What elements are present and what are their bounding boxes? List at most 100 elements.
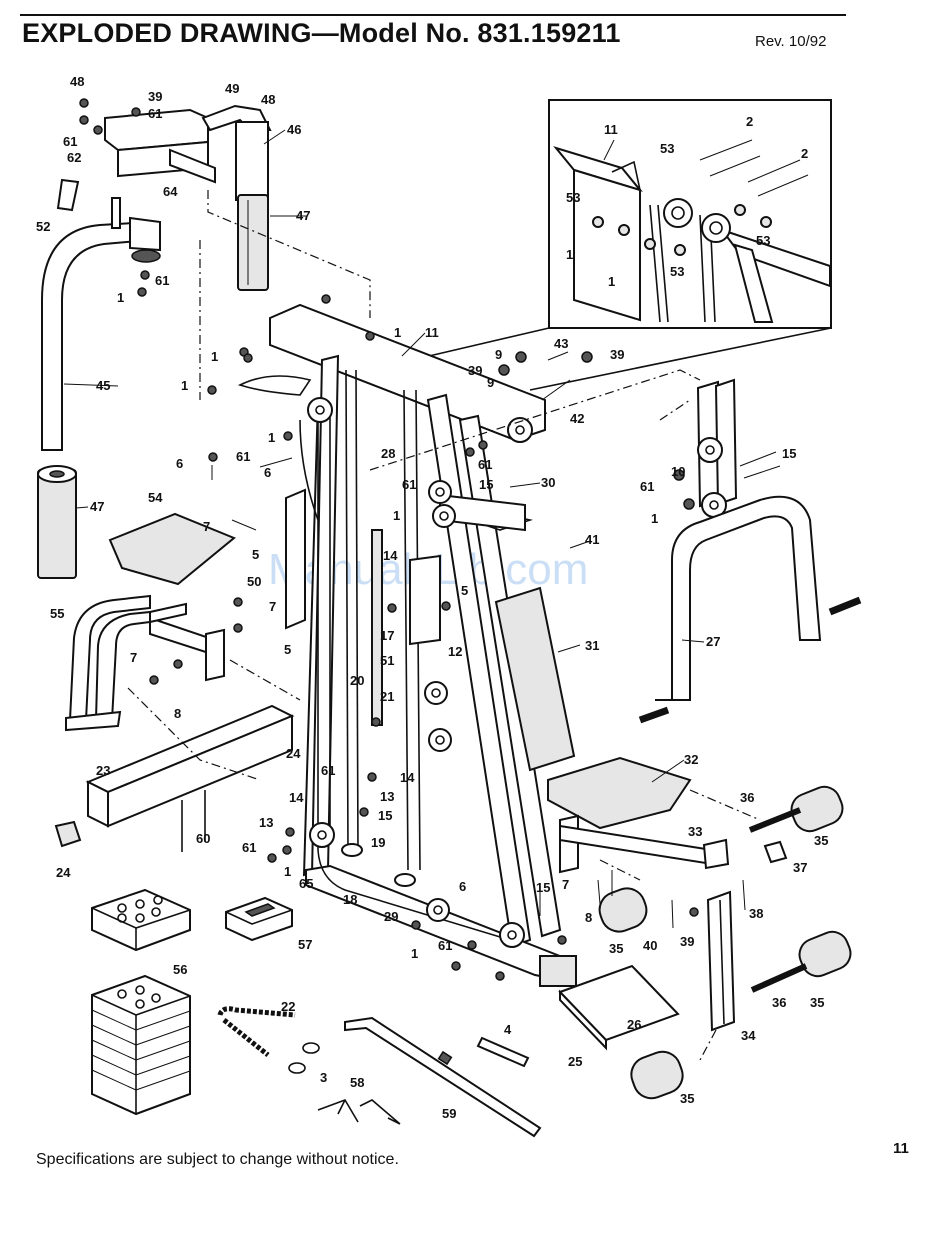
part-label: 62 [67, 150, 81, 165]
part-label: 1 [608, 274, 615, 289]
part-label: 36 [740, 790, 754, 805]
part-label: 27 [706, 634, 720, 649]
part-label: 24 [56, 865, 71, 880]
part-label: 2 [801, 146, 808, 161]
part-label: 40 [643, 938, 657, 953]
right-assembly [494, 378, 862, 1100]
part-label: 14 [289, 790, 304, 805]
part-label: 7 [203, 519, 210, 534]
part-label: 2 [746, 114, 753, 129]
part-label: 39 [610, 347, 624, 362]
part-label: 10 [671, 464, 685, 479]
part-label: 35 [810, 995, 824, 1010]
part-label: 5 [284, 642, 291, 657]
part-label: 48 [261, 92, 275, 107]
part-label: 26 [627, 1017, 641, 1032]
part-label: 54 [148, 490, 163, 505]
part-labels: 48 39 49 61 61 62 48 46 47 52 64 61 1 45… [36, 74, 828, 1121]
part-label: 61 [155, 273, 169, 288]
part-label: 15 [536, 880, 550, 895]
part-label: 9 [495, 347, 502, 362]
part-label: 29 [384, 909, 398, 924]
part-label: 1 [268, 430, 275, 445]
part-label: 35 [814, 833, 828, 848]
main-frame [199, 240, 701, 987]
leader-lines [63, 129, 705, 783]
part-label: 6 [176, 456, 183, 471]
part-label: 1 [211, 349, 218, 364]
part-label: 53 [670, 264, 684, 279]
part-label: 38 [749, 906, 763, 921]
part-label: 22 [281, 999, 295, 1014]
part-label: 35 [609, 941, 623, 956]
part-label: 1 [394, 325, 401, 340]
part-label: 65 [299, 876, 313, 891]
part-label: 61 [438, 938, 452, 953]
part-label: 23 [96, 763, 110, 778]
part-label: 61 [402, 477, 416, 492]
part-label: 61 [478, 457, 492, 472]
part-label: 35 [680, 1091, 694, 1106]
loose-parts [217, 1006, 542, 1138]
weight-stack [91, 888, 293, 1116]
part-label: 17 [380, 628, 394, 643]
part-label: 31 [585, 638, 599, 653]
part-label: 33 [688, 824, 702, 839]
part-label: 58 [350, 1075, 364, 1090]
part-label: 43 [554, 336, 568, 351]
page-number: 11 [893, 1140, 909, 1157]
part-label: 34 [741, 1028, 756, 1043]
part-label: 11 [604, 122, 618, 137]
part-label: 53 [566, 190, 580, 205]
header-rule [20, 14, 846, 16]
part-label: 19 [371, 835, 385, 850]
part-label: 13 [380, 789, 394, 804]
part-label: 32 [684, 752, 698, 767]
part-label: 1 [393, 508, 400, 523]
part-label: 52 [36, 219, 50, 234]
part-label: 7 [130, 650, 137, 665]
part-label: 1 [566, 247, 573, 262]
part-label: 14 [383, 548, 398, 563]
part-label: 39 [468, 363, 482, 378]
part-label: 48 [70, 74, 84, 89]
part-label: 8 [585, 910, 592, 925]
part-label: 1 [181, 378, 188, 393]
part-label: 51 [380, 653, 394, 668]
part-label: 8 [174, 706, 181, 721]
part-label: 42 [570, 411, 584, 426]
part-label: 46 [287, 122, 301, 137]
part-label: 61 [236, 449, 250, 464]
part-label: 59 [442, 1106, 456, 1121]
part-label: 39 [680, 934, 694, 949]
part-label: 60 [196, 831, 210, 846]
hardware [79, 98, 781, 981]
top-arm-assembly [37, 104, 371, 579]
part-label: 55 [50, 606, 64, 621]
part-label: 56 [173, 962, 187, 977]
part-label: 13 [259, 815, 273, 830]
footer-note: Specifications are subject to change wit… [36, 1151, 399, 1168]
part-label: 24 [286, 746, 301, 761]
part-label: 7 [562, 877, 569, 892]
part-label: 61 [148, 106, 162, 121]
part-label: 6 [264, 465, 271, 480]
part-label: 47 [90, 499, 104, 514]
part-label: 1 [411, 946, 418, 961]
part-label: 1 [651, 511, 658, 526]
part-label: 28 [381, 446, 395, 461]
part-label: 15 [479, 477, 493, 492]
part-label: 61 [321, 763, 335, 778]
part-label: 30 [541, 475, 555, 490]
part-label: 1 [284, 864, 291, 879]
part-label: 14 [400, 770, 415, 785]
part-label: 3 [320, 1070, 327, 1085]
page-title: EXPLODED DRAWING—Model No. 831.159211 [22, 18, 621, 48]
part-label: 6 [459, 879, 466, 894]
part-label: 41 [585, 532, 599, 547]
part-label: 1 [117, 290, 124, 305]
part-label: 18 [343, 892, 357, 907]
revision-label: Rev. 10/92 [755, 33, 827, 50]
part-label: 11 [425, 325, 439, 340]
